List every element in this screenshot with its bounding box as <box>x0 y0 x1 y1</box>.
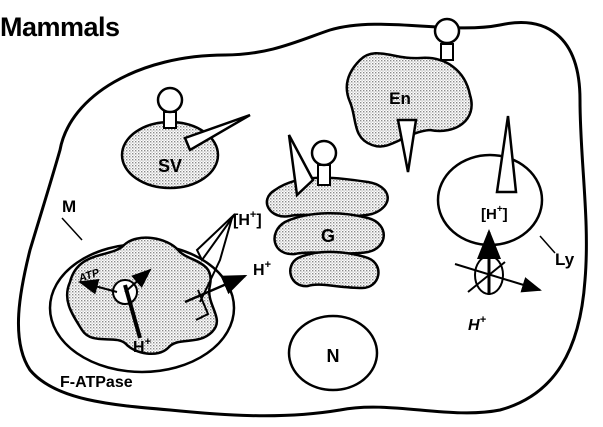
secretory-vesicle: SV <box>122 88 250 188</box>
endosome: En <box>347 19 472 172</box>
ly-h-label: [H+] <box>481 204 508 223</box>
en-label: En <box>389 89 411 108</box>
f-atpase-label: F-ATPase <box>60 374 133 391</box>
lysosome: [H+] Ly H+ <box>438 116 575 334</box>
sv-label: SV <box>158 156 182 176</box>
mitochondrion: M ATP H+ [H+] H+ F-ATPase <box>50 197 271 391</box>
g-label: G <box>321 226 335 246</box>
ly-label: Ly <box>555 250 575 269</box>
nucleus: N <box>289 316 377 390</box>
ly-proton-label: H+ <box>468 314 487 334</box>
cytosol-proton-label: H+ <box>253 259 271 279</box>
n-label: N <box>327 346 340 366</box>
m-label: M <box>62 197 76 216</box>
cytosol-h-label: [H+] <box>233 209 262 229</box>
golgi-apparatus: G <box>267 135 388 288</box>
